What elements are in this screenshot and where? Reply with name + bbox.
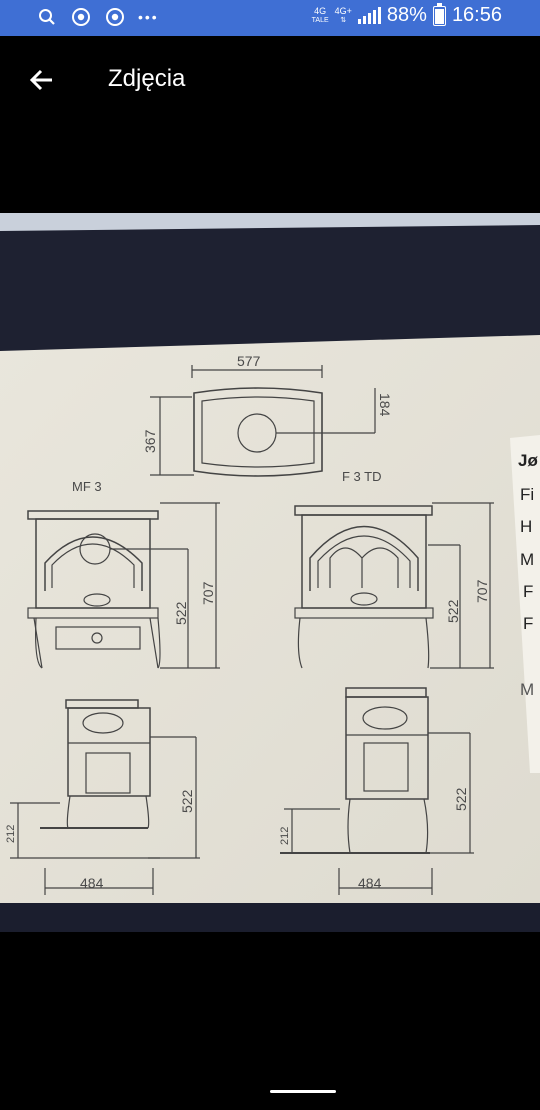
edge-text-2: Fi: [520, 485, 534, 504]
battery-percent: 88%: [386, 4, 427, 26]
dim-right-707: 707: [474, 579, 490, 603]
dim-side-left-212: 212: [5, 825, 17, 843]
dim-side-right-212: 212: [279, 827, 291, 845]
edge-text-7: M: [520, 680, 534, 699]
navigation-bar: [0, 1050, 540, 1110]
network-type-label: 4G: [314, 5, 327, 16]
home-indicator[interactable]: [270, 1090, 336, 1093]
edge-text-3: H: [520, 517, 532, 536]
edge-text-5: F: [523, 582, 533, 601]
edge-text-6: F: [523, 614, 533, 633]
chrome-icon: [104, 6, 126, 28]
model-label-f3td: F 3 TD: [342, 469, 382, 484]
signal-icon: [357, 6, 381, 24]
search-icon: [36, 6, 58, 28]
network2-label: 4G+: [334, 5, 352, 16]
edge-text-1: Jø: [518, 451, 538, 470]
more-dots-icon: •••: [138, 9, 159, 25]
page-title: Zdjęcia: [108, 65, 186, 92]
dim-right-522: 522: [445, 599, 461, 623]
dim-side-left-484: 484: [80, 875, 104, 891]
dim-side-right-522: 522: [453, 787, 469, 811]
charging-battery-icon: [432, 2, 446, 26]
network-indicator-2: 4G+ ⇅: [334, 5, 352, 24]
edge-text-4: M: [520, 550, 534, 569]
status-bar-left: •••: [36, 6, 159, 28]
app-bar: Zdjęcia: [0, 36, 540, 124]
clock: 16:56: [451, 4, 502, 26]
dim-side-right-484: 484: [358, 875, 382, 891]
network-indicator: 4G TALE: [312, 6, 329, 26]
chrome-icon: [70, 6, 92, 28]
stove-dimension-drawing: 577 184 367 MF 3 F 3 TD 522 707 522 707 …: [0, 213, 540, 932]
model-label-mf3: MF 3: [72, 479, 102, 494]
status-bar: ••• 4G TALE 4G+ ⇅ 88% 16:56: [0, 0, 540, 36]
dim-side-367: 367: [142, 429, 158, 453]
photo-viewer-image[interactable]: 577 184 367 MF 3 F 3 TD 522 707 522 707 …: [0, 213, 540, 932]
network-sub-label: TALE: [311, 16, 329, 24]
dim-side-left-522: 522: [179, 789, 195, 813]
dim-depth-184: 184: [377, 393, 393, 417]
dim-left-522: 522: [173, 601, 189, 625]
arrow-back-icon[interactable]: [26, 64, 58, 96]
dim-width-577: 577: [237, 353, 261, 369]
dim-left-707: 707: [200, 581, 216, 605]
status-bar-right: 4G TALE 4G+ ⇅ 88% 16:56: [312, 2, 502, 27]
